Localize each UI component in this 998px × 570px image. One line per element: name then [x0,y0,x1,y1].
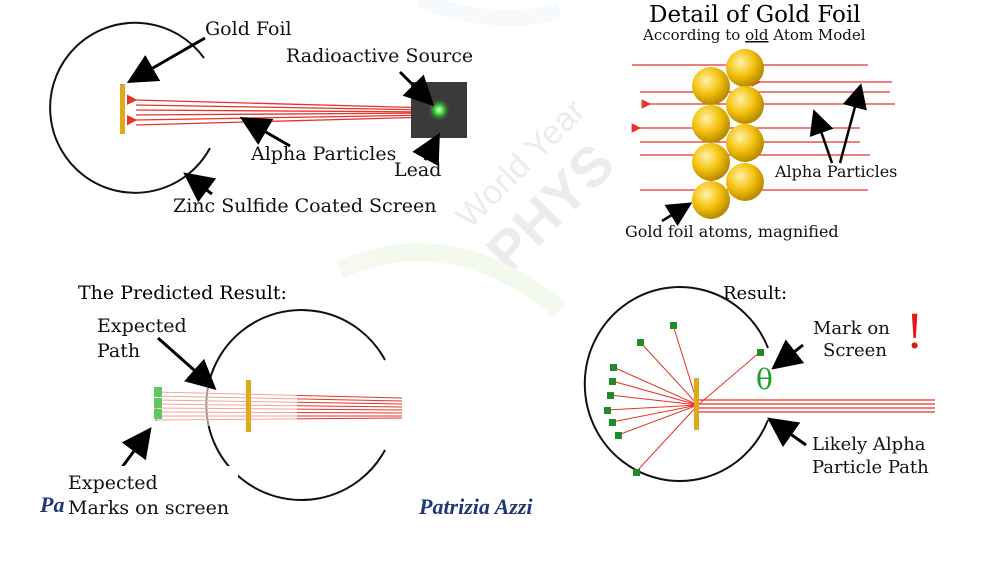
panel-result: Result: ! [583,283,935,482]
label-screen: Zinc Sulfide Coated Screen [173,195,437,217]
detail-title: Detail of Gold Foil [649,2,861,28]
likely-label-2: Particle Path [812,457,929,478]
arrow-mark-on-screen [771,339,805,370]
predicted-foil-bar [246,380,251,432]
expected-path-2: Path [97,340,140,362]
author-name: Patrizia Azzi [418,494,533,519]
result-screen-arc [583,286,769,482]
panel-predicted: The Predicted Result: Expected Path Expe… [60,282,403,526]
result-beam [698,399,935,413]
label-lead: Lead [394,159,441,181]
arrow-detail-alpha-2 [838,83,867,164]
arrow-expected-marks [118,427,152,471]
arrow-atoms [661,202,693,227]
result-exclaim: ! [906,303,923,360]
label-gold-foil: Gold Foil [205,18,292,40]
arrow-gold-foil [126,36,206,83]
result-theta: θ [756,363,773,396]
predicted-title: The Predicted Result: [78,282,287,304]
result-foil-bar [694,378,699,430]
label-radioactive-source: Radioactive Source [286,45,473,67]
detail-alpha-label: Alpha Particles [774,162,897,181]
alpha-rays [126,94,433,126]
radioactive-source [427,98,451,122]
gold-atoms [692,49,764,219]
panel-detail: Detail of Gold Foil According to old Ato… [625,2,897,241]
result-marks [604,322,764,476]
author-partial: Pa [39,492,64,517]
arrow-source [398,70,435,107]
arrow-lead [412,132,440,167]
zinc-screen-arc [49,21,211,194]
arrow-likely-path [767,417,807,448]
expected-marks-1: Expected [68,472,158,494]
gold-foil-bar [120,84,125,134]
label-alpha-particles: Alpha Particles [250,143,396,165]
mark-label-1: Mark on [813,318,890,339]
detail-subtitle: According to old Atom Model [642,26,866,44]
mark-label-2: Screen [823,340,887,361]
likely-label-1: Likely Alpha [812,434,926,455]
arrow-alpha [239,116,291,148]
arrow-expected-path [157,336,217,390]
expected-path-1: Expected [97,315,187,337]
arrow-screen [183,172,217,203]
arrow-detail-alpha-1 [809,109,834,164]
predicted-marks [154,387,162,419]
result-title: Result: [723,283,787,304]
detail-atoms-label: Gold foil atoms, magnified [625,222,839,241]
expected-marks-2: Marks on screen [68,497,229,519]
panel-setup: Gold Foil Radioactive Source Alpha Parti… [49,18,473,217]
result-scatter [606,324,761,473]
